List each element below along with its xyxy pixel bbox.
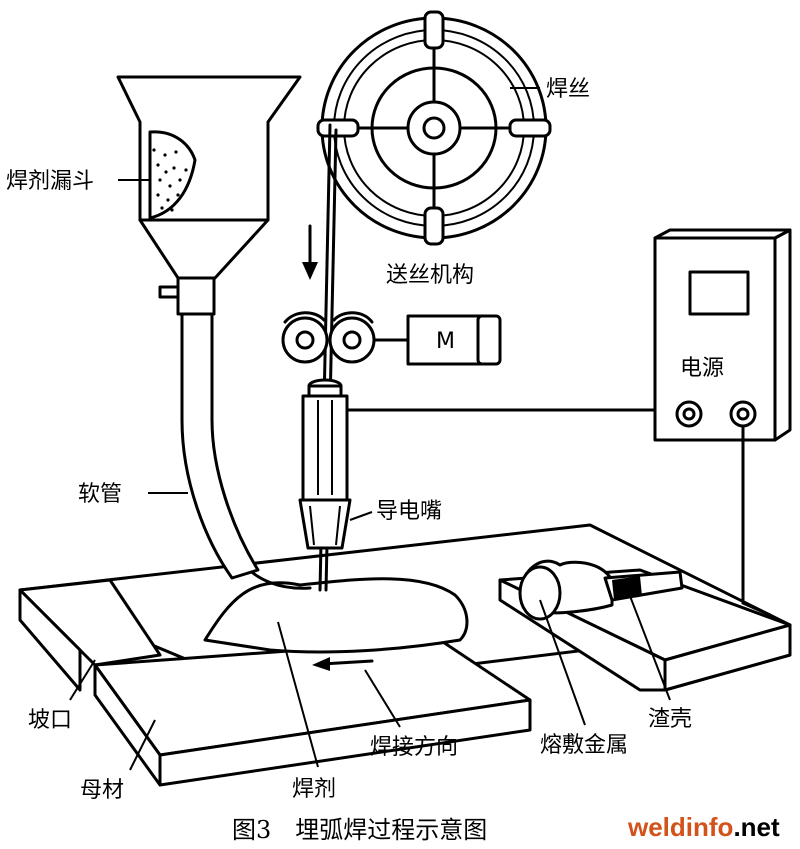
flux-granules [152, 148, 188, 212]
label-slag: 渣壳 [648, 707, 692, 732]
power-source: 电源 [653, 228, 792, 617]
feed-motor: M [372, 314, 502, 366]
brand-tld: .net [733, 812, 780, 842]
label-hose: 软管 [78, 482, 122, 507]
hopper-cone [138, 218, 270, 280]
weld-bead [518, 559, 684, 621]
brand-name: weldinfo [627, 812, 733, 842]
label-power-source: 电源 [680, 356, 724, 381]
hose-tube [180, 312, 260, 580]
flux-contents [148, 130, 197, 220]
bead-end [518, 565, 562, 621]
power-box-front [653, 236, 777, 442]
valve-knob [158, 285, 180, 299]
flux-hose [180, 312, 260, 580]
label-flux-hopper: 焊剂漏斗 [6, 169, 94, 194]
torch-body [301, 394, 349, 502]
slag-dark-segment [612, 576, 642, 600]
welding-torch [298, 378, 662, 550]
front-plate-front-side [158, 698, 532, 787]
label-groove: 坡口 [28, 708, 72, 733]
feed-rollers [281, 311, 376, 364]
power-box-side [773, 228, 792, 442]
label-wire: 焊丝 [546, 77, 590, 102]
weld-direction-arrow [312, 657, 374, 671]
label-base-metal: 母材 [80, 778, 124, 803]
flux-heap [203, 577, 469, 654]
label-deposited-metal: 熔敷金属 [540, 733, 628, 758]
hopper-top [116, 75, 302, 222]
power-display [688, 270, 750, 316]
contact-tip [298, 498, 352, 550]
brand-watermark: weldinfo.net [627, 812, 780, 842]
figure-caption: 图3 埋弧焊过程示意图 [232, 816, 487, 844]
label-wire-feeder: 送丝机构 [386, 263, 474, 288]
label-weld-direction: 焊接方向 [370, 735, 458, 760]
wire-reel [316, 10, 552, 246]
feed-direction-arrow [302, 224, 318, 280]
motor-label: M [436, 329, 455, 354]
label-contact-tip: 导电嘴 [376, 499, 442, 524]
flux-hopper [116, 75, 302, 316]
leader-lines [69, 87, 671, 771]
hopper-valve [176, 276, 216, 316]
left-plate-side [18, 588, 82, 692]
label-flux: 焊剂 [292, 777, 336, 802]
